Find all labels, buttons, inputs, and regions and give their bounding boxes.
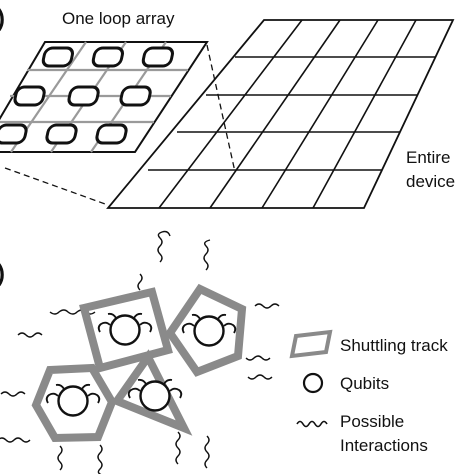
- device-label-line1: Entire: [406, 148, 450, 167]
- projection-lines: [4, 44, 236, 206]
- legend-interactions-line1: Possible: [340, 412, 404, 431]
- wavy-interaction-icon: [296, 420, 328, 428]
- panel-a-marker: ): [0, 5, 5, 32]
- one-loop-array: [0, 41, 209, 153]
- panel-a: ) One loop array: [0, 5, 455, 209]
- qubit-icon: [302, 372, 324, 394]
- legend-interactions-line2: Interactions: [340, 436, 428, 455]
- panel-b: ): [0, 230, 448, 474]
- device-label-line2: device: [406, 172, 455, 191]
- legend: Shuttling track Qubits Possible Interact…: [289, 329, 448, 455]
- shuttling-track-icon: [289, 329, 333, 359]
- legend-track-label: Shuttling track: [340, 336, 448, 355]
- inset-label: One loop array: [62, 9, 175, 28]
- legend-qubits-label: Qubits: [340, 374, 389, 393]
- panel-b-marker: ): [0, 260, 5, 287]
- entire-device-grid: [106, 19, 455, 209]
- outer-interactions: [0, 230, 280, 474]
